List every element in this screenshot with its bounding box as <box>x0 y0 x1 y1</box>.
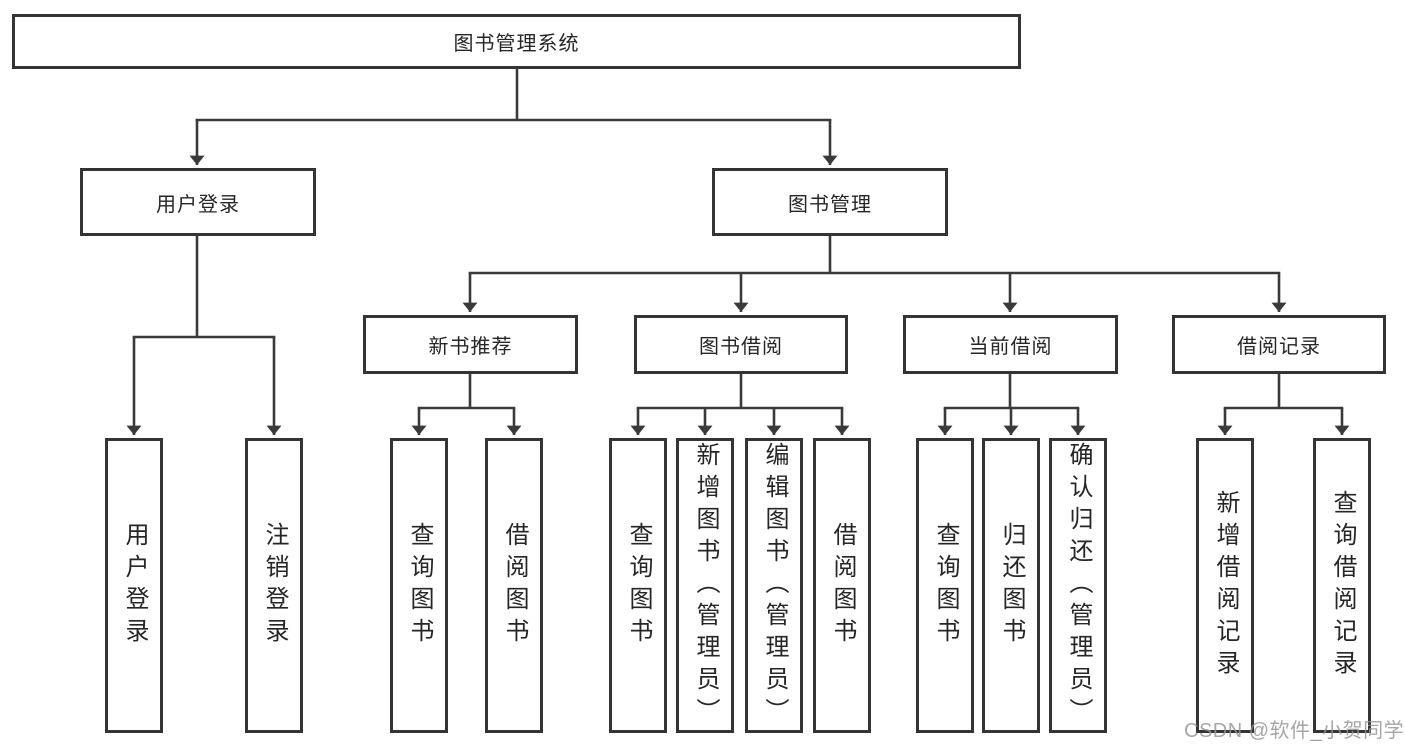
node-label: 图书管理 <box>788 193 872 216</box>
node-root-system: 图书管理系统 <box>12 14 1021 69</box>
leaf-borrow-add-books-admin: 新增图书（管理员） <box>676 438 734 733</box>
leaf-records-add-borrow-record: 新增借阅记录 <box>1196 438 1254 733</box>
leaf-newbook-query-books: 查询图书 <box>390 438 448 733</box>
node-user-login: 用户登录 <box>80 168 316 236</box>
node-label: 新增图书（管理员） <box>692 441 719 730</box>
node-label: 查询图书 <box>625 521 652 650</box>
node-label: 编辑图书（管理员） <box>761 441 788 730</box>
node-label: 新增借阅记录 <box>1212 489 1239 682</box>
node-label: 图书管理系统 <box>453 33 580 55</box>
connector-book-borrow-elbow <box>636 372 844 410</box>
node-current-borrow: 当前借阅 <box>903 315 1118 374</box>
node-new-book-recommend: 新书推荐 <box>363 315 578 374</box>
leaf-current-return-books: 归还图书 <box>982 438 1040 733</box>
leaf-newbook-borrow-books: 借阅图书 <box>485 438 543 733</box>
connector-root-elbow <box>195 67 832 122</box>
node-label: 查询借阅记录 <box>1329 489 1356 682</box>
node-label: 当前借阅 <box>968 336 1053 358</box>
leaf-current-confirm-return-admin: 确认归还（管理员） <box>1049 438 1107 733</box>
node-label: 图书借阅 <box>699 336 783 358</box>
node-label: 查询图书 <box>406 521 433 650</box>
node-book-management: 图书管理 <box>712 168 948 236</box>
node-label: 归还图书 <box>998 521 1025 650</box>
node-label: 借阅图书 <box>501 521 528 650</box>
connector-records-elbow <box>1223 372 1344 410</box>
connector-book-management-elbow <box>468 234 1281 275</box>
node-label: 确认归还（管理员） <box>1065 441 1092 730</box>
csdn-watermark: CSDN @软件_小贺同学 <box>1184 720 1405 742</box>
node-label: 借阅图书 <box>829 521 856 650</box>
leaf-borrow-query-books: 查询图书 <box>609 438 667 733</box>
leaf-borrow-edit-books-admin: 编辑图书（管理员） <box>745 438 803 733</box>
connector-current-borrow-elbow <box>943 372 1080 410</box>
leaf-logout: 注销登录 <box>245 438 303 733</box>
connector-new-book-elbow <box>417 372 516 410</box>
leaf-user-login: 用户登录 <box>105 438 163 733</box>
leaf-borrow-borrow-books: 借阅图书 <box>813 438 871 733</box>
node-label: 注销登录 <box>261 521 288 650</box>
node-label: 用户登录 <box>156 193 240 216</box>
node-label: 借阅记录 <box>1237 336 1321 358</box>
node-book-borrow: 图书借阅 <box>634 315 848 374</box>
node-label: 查询图书 <box>932 521 959 650</box>
leaf-records-query-borrow-record: 查询借阅记录 <box>1313 438 1371 733</box>
connector-user-login-elbow <box>132 234 276 339</box>
node-borrow-records: 借阅记录 <box>1172 315 1386 374</box>
leaf-current-query-books: 查询图书 <box>916 438 974 733</box>
node-label: 用户登录 <box>121 521 148 650</box>
node-label: 新书推荐 <box>428 336 513 358</box>
